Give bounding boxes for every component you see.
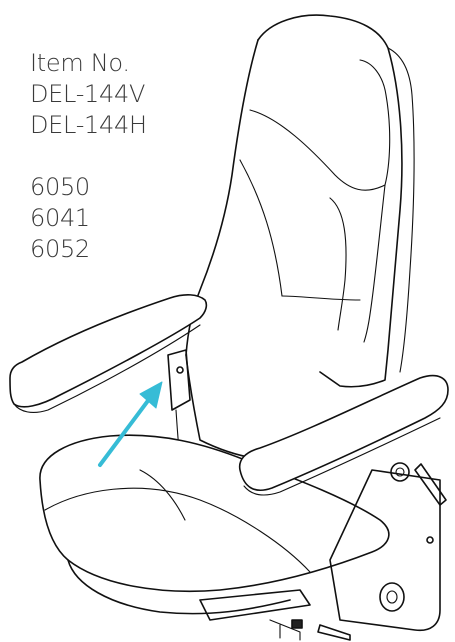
item-number-2: DEL-144H	[30, 111, 147, 139]
height-adjust-knob-inner	[386, 590, 398, 604]
right-armrest	[238, 374, 449, 492]
indicator-arrow-shaft	[98, 396, 152, 467]
code-3: 6052	[30, 235, 90, 263]
left-armrest	[9, 294, 208, 408]
bottom-lever	[317, 624, 351, 641]
adjust-knob-small	[390, 462, 410, 482]
item-info-block: Item No. DEL-144V DEL-144H 6050 6041 605…	[30, 48, 147, 265]
headrest-seam	[249, 109, 386, 191]
left-armrest-edge	[13, 324, 201, 413]
left-armrest-bracket	[167, 349, 191, 411]
seat-cushion-top	[39, 434, 390, 593]
side-mechanism-plate	[329, 469, 441, 632]
side-bolster-upper	[359, 59, 391, 186]
adjust-knob-small-inner	[395, 467, 405, 477]
base-block	[291, 619, 303, 629]
seat-front-face	[67, 559, 291, 615]
base-mechanism	[269, 619, 301, 641]
bracket-bolt	[176, 366, 184, 374]
seat-front-seam	[44, 487, 311, 573]
lumbar-seam-left	[239, 159, 283, 297]
indicator-arrow-head	[139, 381, 163, 409]
item-label: Item No.	[30, 49, 130, 77]
backrest-outline	[257, 14, 403, 388]
right-armrest-edge	[243, 417, 441, 496]
code-2: 6041	[30, 204, 90, 232]
lumbar-panel-line	[281, 295, 361, 301]
item-number-1: DEL-144V	[30, 80, 146, 108]
height-adjust-knob	[379, 582, 405, 612]
code-1: 6050	[30, 173, 90, 201]
recline-lever	[414, 463, 447, 506]
backrest-shell-edge	[387, 47, 415, 373]
pivot-bolt	[426, 536, 434, 544]
lumbar-seam-right	[329, 197, 347, 331]
seat-center-seam	[139, 469, 186, 521]
side-bolster-right	[363, 184, 386, 343]
seat-base-plate	[199, 589, 311, 621]
